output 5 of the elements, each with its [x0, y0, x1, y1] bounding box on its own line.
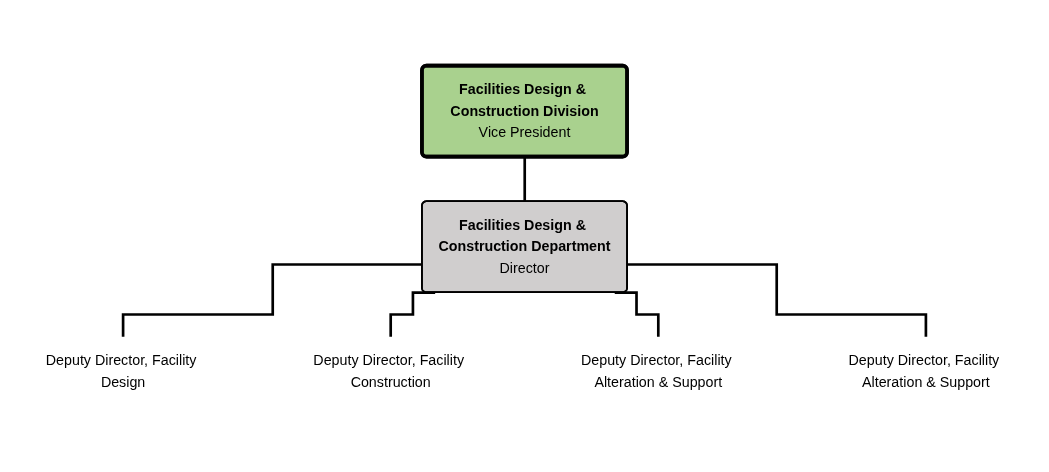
node-text: Deputy Director, Facility Alteration & Support — [580, 352, 732, 390]
node-text: Deputy Director, Facility Construction — [313, 352, 465, 390]
node-text: Deputy Director, Facility Alteration & Support — [848, 352, 1000, 390]
node-text: Deputy Director, Facility Design — [45, 352, 197, 390]
connector — [627, 263, 928, 339]
